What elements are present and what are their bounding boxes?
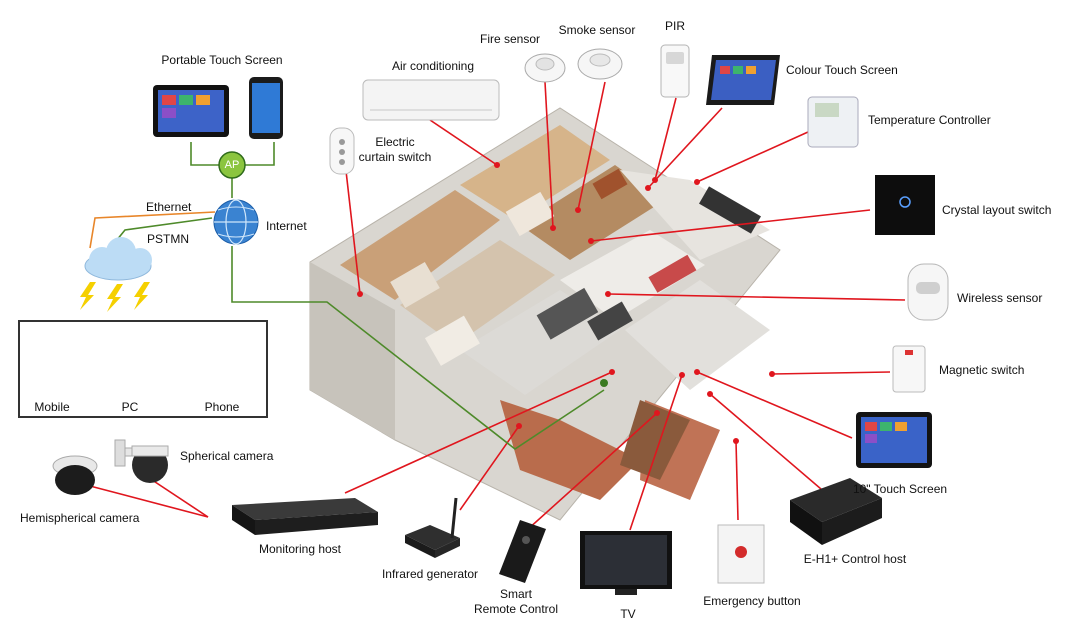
pc-label: PC [121,400,139,414]
internet-globe-icon [213,199,259,245]
monitoring-host-icon [232,498,378,535]
magnetic-switch-label: Magnetic switch [939,363,1025,377]
magnetic-switch-icon [892,345,926,393]
colour-touch-screen-label: Colour Touch Screen [786,63,898,77]
ethernet-link [89,211,216,249]
internet-label: Internet [266,219,307,233]
infrared-generator-icon [405,497,460,558]
infrared-generator-label: Infrared generator [381,567,479,581]
portable-phone-icon [249,77,283,139]
hemispherical-camera-icon [52,455,98,495]
monitoring-host-label: Monitoring host [258,542,342,556]
red-link-dots [357,162,775,444]
mobile-label: Mobile [34,400,70,414]
ap-node [218,151,246,179]
crystal-switch-icon [875,175,935,235]
emergency-button-icon [717,524,765,584]
electric-curtain-switch-label-1: Electric [375,135,415,149]
smart-remote-icon [499,520,546,583]
emergency-button-label: Emergency button [703,594,801,608]
tv-icon [580,531,672,595]
smart-remote-label-2: Remote Control [473,602,559,616]
portable-tablet-icon [153,85,229,137]
colour-touch-screen-icon [706,55,780,105]
red-links [89,81,906,531]
spherical-camera-icon [114,439,169,483]
air-conditioner-icon [362,79,500,121]
control-host-icon [790,478,882,545]
tv-label: TV [620,607,636,621]
smoke-sensor-label: Smoke sensor [558,23,636,37]
ten-inch-touch-screen-icon [856,412,932,468]
house-floorplan [309,107,781,521]
electric-curtain-switch-label-2: curtain switch [358,150,432,164]
control-host-label: E-H1+ Control host [803,552,907,566]
phone-label: Phone [204,400,240,414]
temperature-controller-label: Temperature Controller [868,113,991,127]
fire-sensor-label: Fire sensor [479,32,541,46]
wireless-sensor-icon [907,263,949,321]
temperature-controller-icon [807,96,859,148]
pstmn-label: PSTMN [147,232,189,246]
pir-label: PIR [664,19,686,33]
lightning-icon [80,282,150,312]
crystal-layout-switch-label: Crystal layout switch [942,203,1052,217]
spherical-camera-label: Spherical camera [180,449,274,463]
smart-remote-label-1: Smart [499,587,533,601]
wireless-sensor-label: Wireless sensor [957,291,1043,305]
curtain-switch-icon [329,127,355,175]
ten-inch-touch-screen-label: 10" Touch Screen [852,482,948,496]
air-conditioning-label: Air conditioning [391,59,475,73]
hemispherical-camera-label: Hemispherical camera [20,511,140,525]
pir-sensor-icon [660,44,690,98]
portable-touch-screen-label: Portable Touch Screen [161,53,283,67]
cloud-icon [84,237,152,281]
fire-sensor-icon [524,53,566,83]
smoke-sensor-icon [577,48,623,80]
client-device-box [18,320,268,418]
green-link-dot [600,379,608,387]
ethernet-label: Ethernet [146,200,192,214]
ap-label: AP [224,159,240,171]
